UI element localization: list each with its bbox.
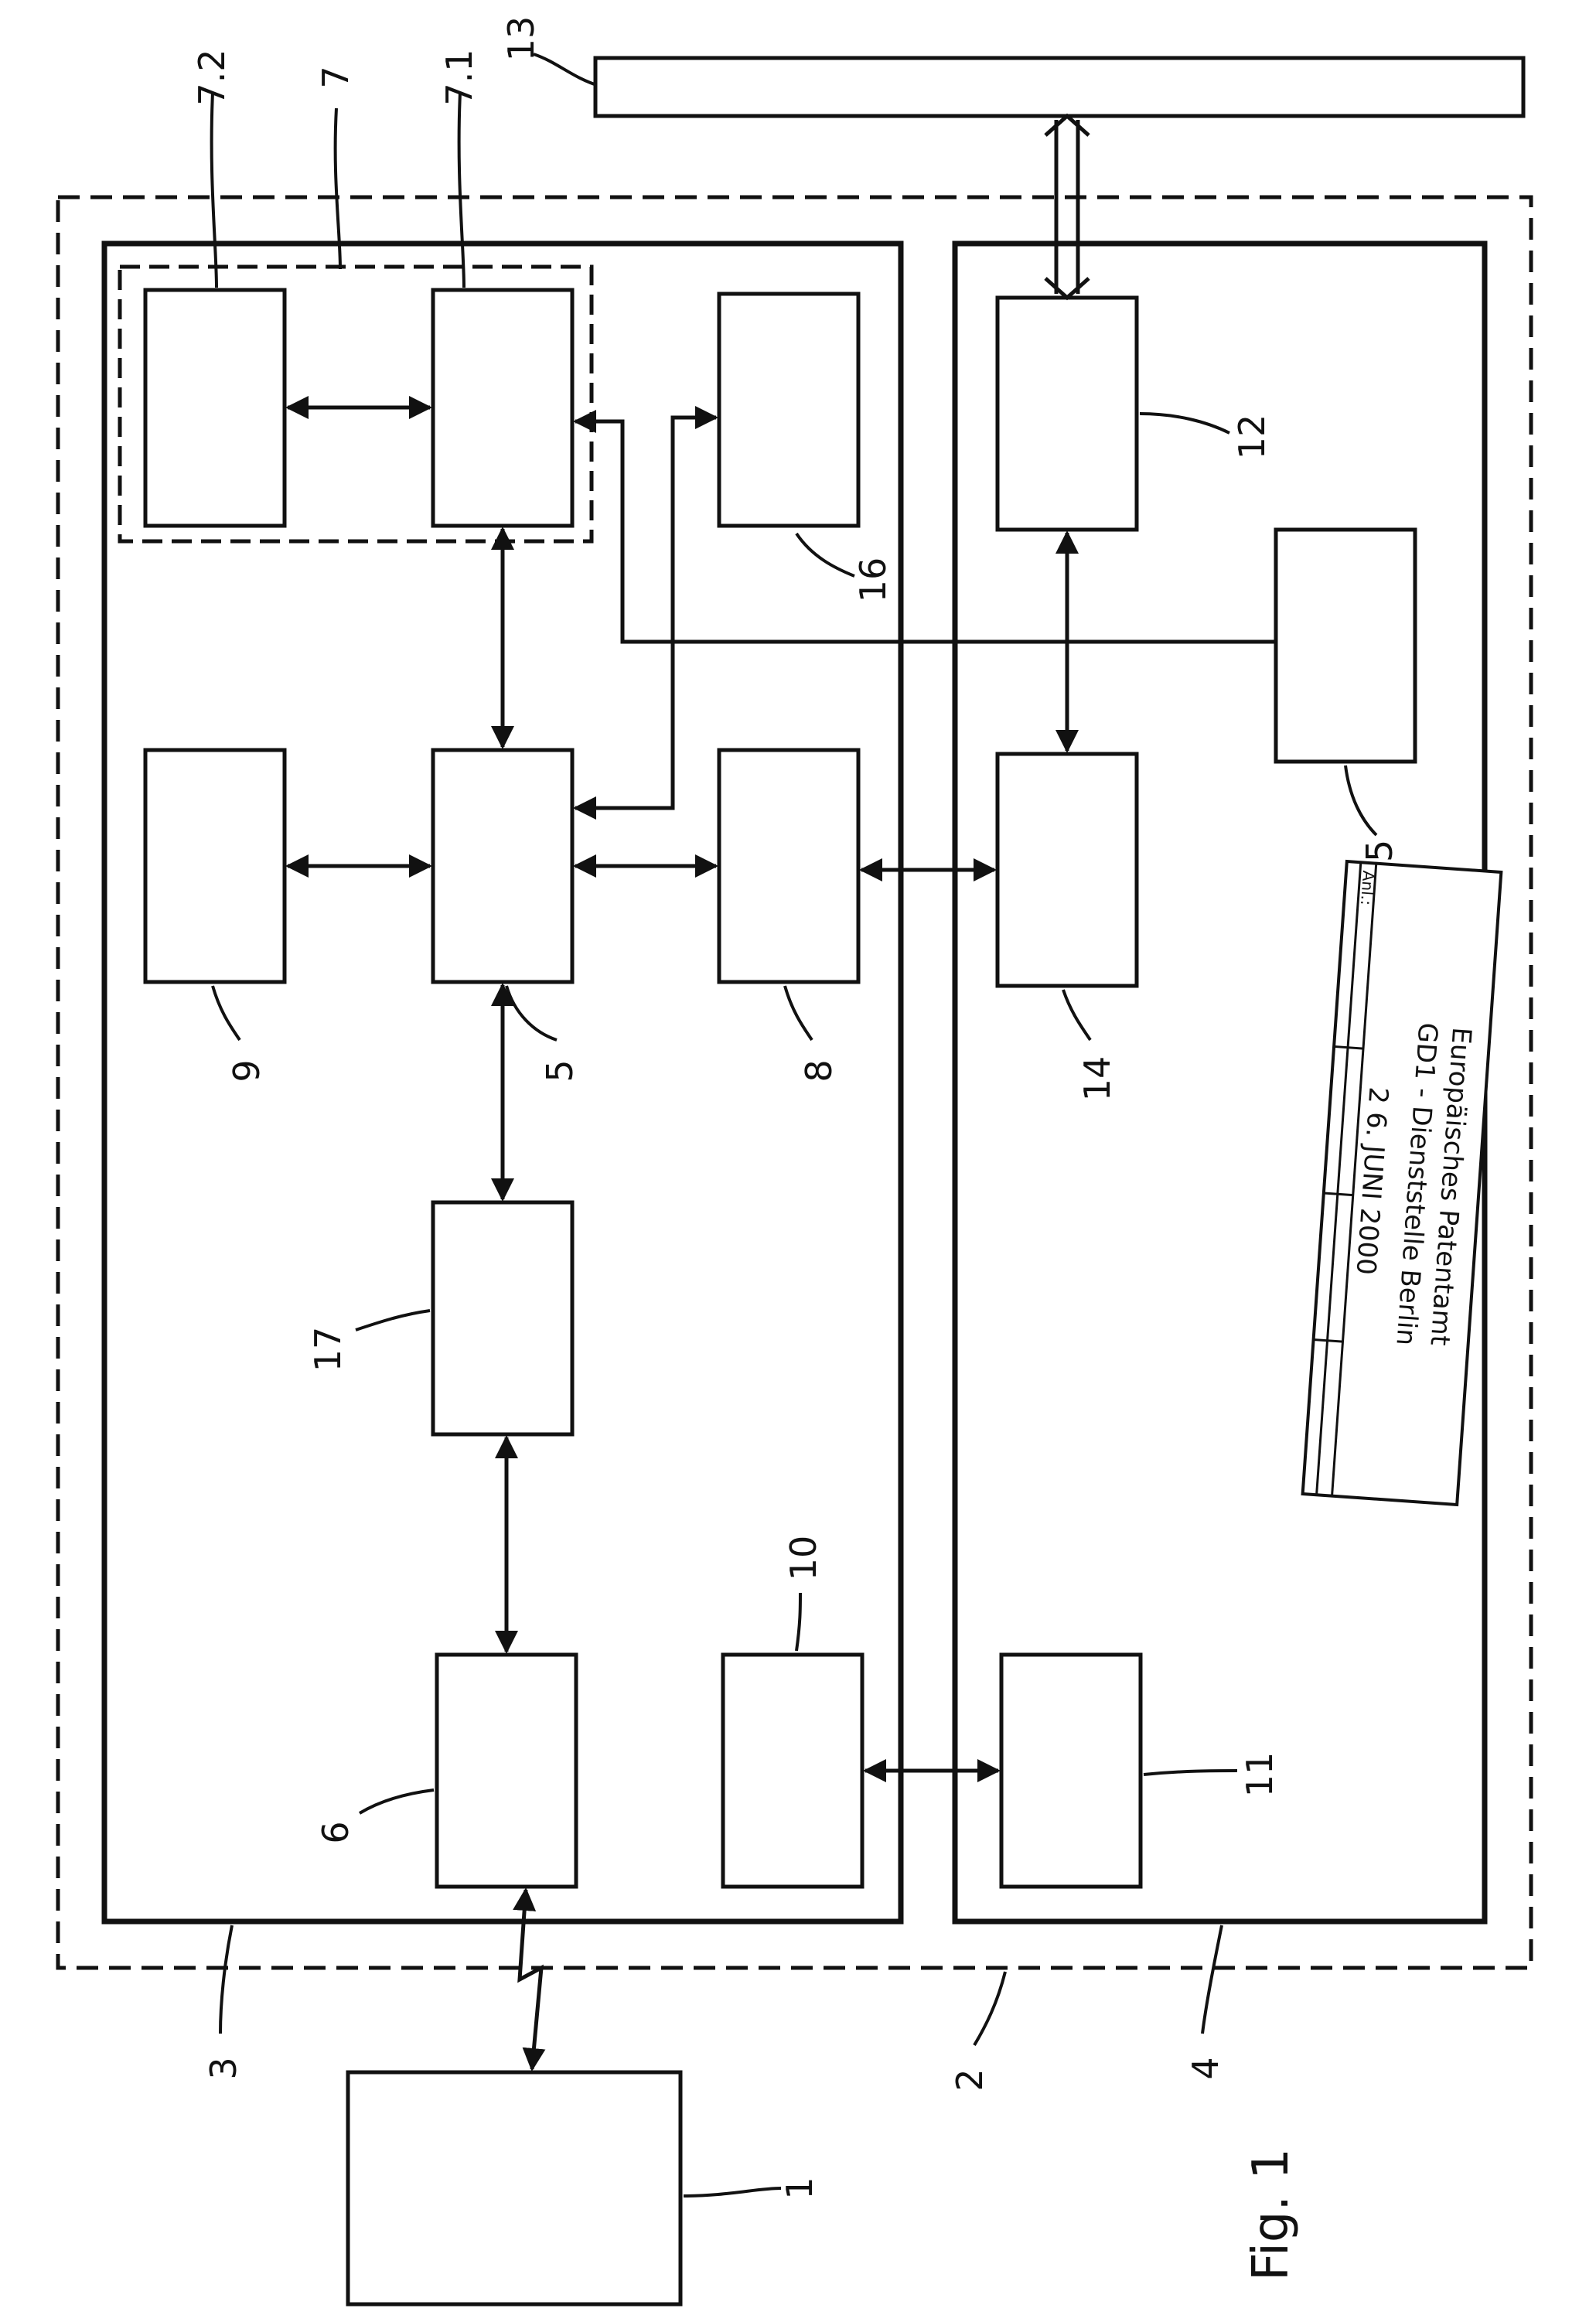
link-16-5 — [575, 418, 716, 808]
label-13: 13 — [500, 16, 542, 62]
leader-1 — [684, 2188, 781, 2196]
leader-7-2 — [212, 93, 217, 288]
block-5 — [433, 750, 572, 982]
label-3: 3 — [203, 2057, 244, 2079]
block-8 — [719, 750, 858, 982]
block-9 — [145, 750, 285, 982]
stamp-anl: Anl.: — [1357, 870, 1378, 906]
leader-5 — [506, 986, 557, 1040]
label-6: 6 — [315, 1821, 356, 1843]
block-12 — [998, 298, 1137, 530]
label-1: 1 — [779, 2177, 820, 2199]
label-8: 8 — [798, 1059, 840, 1082]
block-7-2 — [145, 290, 285, 526]
block-11 — [1001, 1655, 1141, 1887]
leader-15 — [1345, 765, 1376, 835]
block-15 — [1276, 530, 1415, 762]
label-7-1: 7.1 — [438, 49, 480, 105]
label-9: 9 — [226, 1059, 268, 1082]
label-17: 17 — [307, 1327, 349, 1372]
leader-16 — [796, 534, 854, 576]
leader-9 — [213, 986, 240, 1040]
label-4: 4 — [1185, 2057, 1226, 2079]
block-7-1 — [433, 290, 572, 526]
link-12-13-arrowheads — [1045, 116, 1089, 298]
block-6 — [437, 1655, 576, 1887]
leader-7-1 — [459, 93, 464, 288]
leader-14 — [1063, 990, 1090, 1040]
leader-8 — [785, 986, 812, 1040]
receipt-stamp: Europäisches Patentamt GD1 - Dienststell… — [1303, 861, 1502, 1505]
block-16 — [719, 294, 858, 526]
link-6-1-wireless — [520, 1890, 541, 2069]
block-14 — [998, 754, 1137, 986]
block-10 — [723, 1655, 862, 1887]
leader-13 — [534, 54, 597, 85]
label-16: 16 — [852, 557, 894, 603]
leader-10 — [796, 1593, 800, 1651]
block-17 — [433, 1202, 572, 1434]
label-5: 5 — [539, 1059, 581, 1082]
leader-2 — [974, 1972, 1005, 2045]
block-1 — [348, 2072, 680, 2304]
label-10: 10 — [783, 1536, 824, 1581]
bus-13 — [595, 58, 1523, 116]
label-7: 7 — [315, 66, 356, 88]
leader-11 — [1144, 1771, 1237, 1775]
link-15-7-1 — [575, 421, 1276, 642]
label-7-2: 7.2 — [191, 49, 233, 105]
label-11: 11 — [1239, 1752, 1281, 1798]
figure-caption: Fig. 1 — [1243, 2148, 1300, 2281]
leader-6 — [360, 1790, 434, 1813]
leader-17 — [356, 1311, 430, 1330]
label-2: 2 — [949, 2068, 991, 2091]
label-12: 12 — [1231, 414, 1273, 460]
label-14: 14 — [1076, 1056, 1118, 1102]
leader-12 — [1140, 414, 1229, 433]
leader-4 — [1202, 1925, 1222, 2034]
leader-3 — [220, 1925, 232, 2034]
